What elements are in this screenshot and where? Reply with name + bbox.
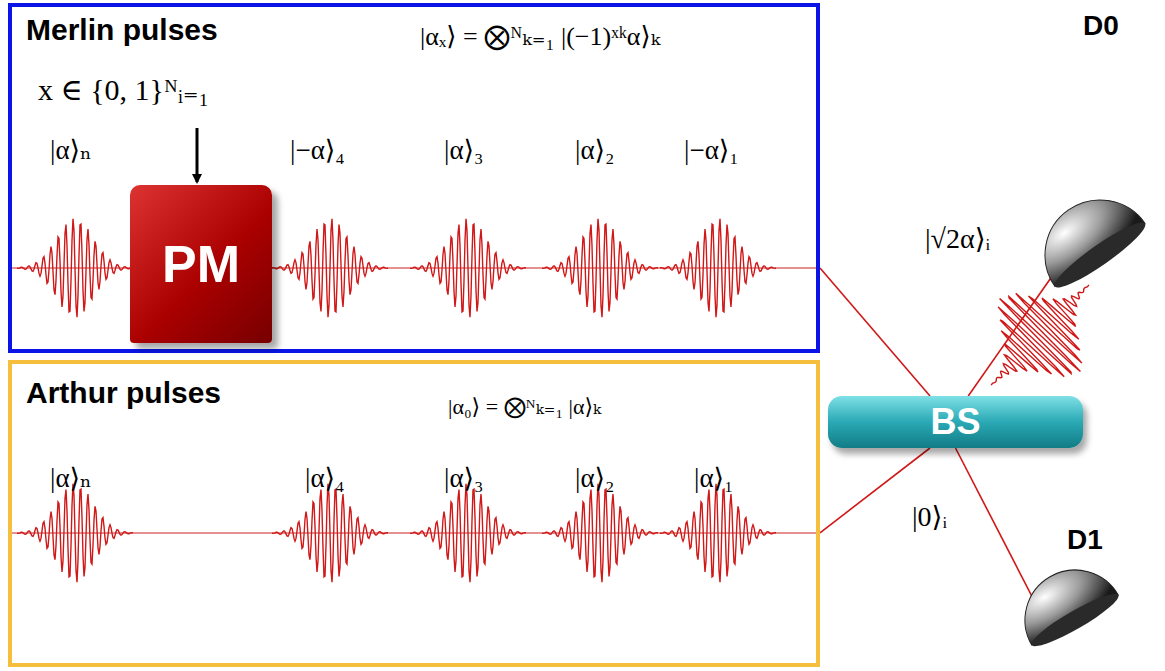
formula-text: |α₀⟩ = ⨂ᴺₖ₌₁ |α⟩ₖ	[448, 394, 601, 420]
node-title: Merlin pulses	[26, 13, 218, 47]
state-label: |0⟩ᵢ	[912, 500, 947, 533]
pulse-label: |α⟩ₙ	[50, 462, 92, 494]
wave-packet	[17, 219, 133, 318]
wave-packet	[991, 285, 1089, 385]
wave-packet	[17, 484, 133, 583]
beam-path	[968, 262, 1062, 396]
node-title: D0	[1083, 10, 1119, 42]
arthur-panel: Arthur pulses |α₀⟩ = ⨂ᴺₖ₌₁ |α⟩ₖ	[8, 360, 820, 667]
wave-packet	[272, 219, 388, 318]
wave-packet	[660, 484, 776, 583]
pulse-label: |α⟩ₙ	[50, 134, 92, 166]
beam-path	[820, 268, 930, 396]
merlin-panel: Merlin pulses |αₓ⟩ = ⨂ᴺₖ₌₁ |(−1)ˣᵏα⟩ₖPM	[8, 3, 820, 353]
pulse-label: |α⟩₂	[575, 462, 615, 494]
wave-packet	[272, 484, 388, 583]
wave-packet	[542, 219, 658, 318]
phase-modulator: PM	[130, 185, 272, 343]
bit-string-label: x ∈ {0, 1}ᴺᵢ₌₁	[38, 72, 209, 107]
pulse-label: |α⟩₄	[305, 462, 345, 494]
detector: D1	[1030, 520, 1140, 560]
pulse-label: |α⟩₂	[575, 134, 615, 166]
pulse-label: |α⟩₃	[444, 134, 484, 166]
node-title: BS	[930, 401, 980, 443]
node-title: PM	[162, 234, 240, 294]
wave-packet	[660, 219, 776, 318]
pulse-label: |α⟩₃	[444, 462, 484, 494]
pulse-label: |α⟩₁	[694, 462, 734, 494]
wave-packet	[410, 219, 526, 318]
detector-symbol	[1007, 552, 1123, 653]
beam-path	[956, 448, 1041, 612]
beam-splitter: BS	[828, 396, 1083, 448]
detector-symbol	[1023, 178, 1150, 294]
pulse-label: |−α⟩₄	[290, 134, 345, 166]
pulse-group	[17, 219, 1089, 583]
detector: D0	[1040, 6, 1162, 46]
node-title: D1	[1067, 524, 1103, 556]
state-label: |√2α⟩ᵢ	[925, 222, 990, 255]
node-title: Arthur pulses	[26, 376, 221, 410]
pulse-label: |−α⟩₁	[684, 134, 739, 166]
wave-packet	[542, 484, 658, 583]
input-arrow	[196, 128, 199, 182]
wave-packet	[410, 484, 526, 583]
formula-text: |αₓ⟩ = ⨂ᴺₖ₌₁ |(−1)ˣᵏα⟩ₖ	[420, 21, 660, 52]
